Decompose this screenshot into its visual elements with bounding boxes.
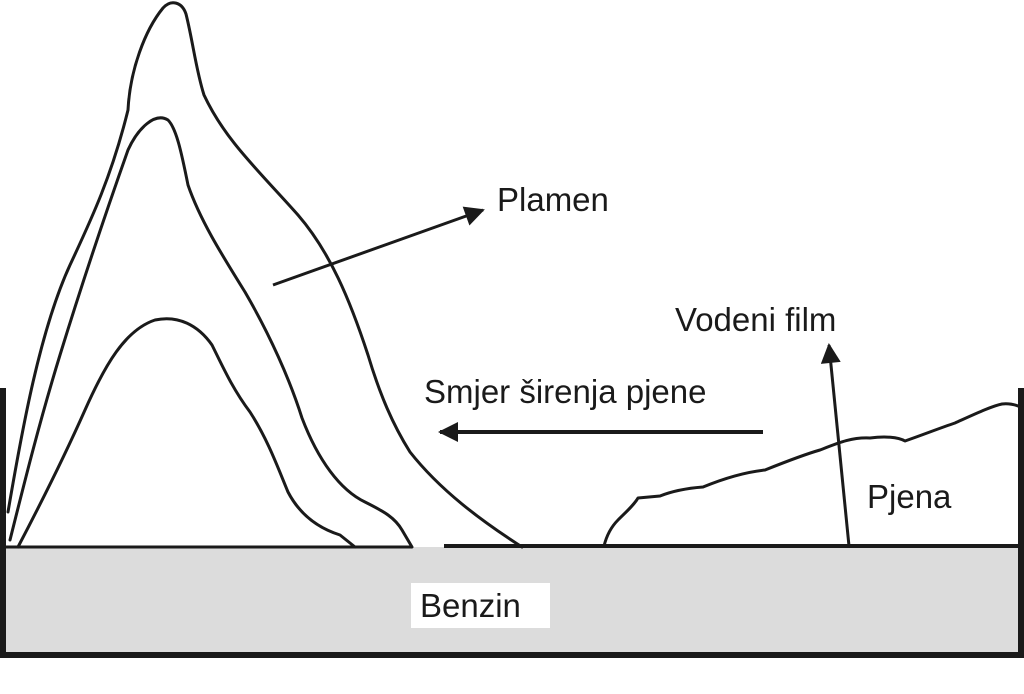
flame-inner-contour <box>16 317 357 549</box>
fuel-label-box <box>411 583 550 628</box>
water-film-label: Vodeni film <box>675 301 836 338</box>
flame-outer-contour <box>6 1 524 549</box>
foam-surface-contour <box>602 402 1023 548</box>
flame-middle-contour <box>8 116 414 549</box>
flame-label: Plamen <box>497 181 609 218</box>
foam-direction-label: Smjer širenja pjene <box>424 373 706 410</box>
fuel-label: Benzin <box>420 587 521 624</box>
tank-container <box>0 388 1024 658</box>
water-film-arrow <box>820 343 851 547</box>
flame-arrow <box>272 206 485 287</box>
foam-label: Pjena <box>867 478 952 515</box>
